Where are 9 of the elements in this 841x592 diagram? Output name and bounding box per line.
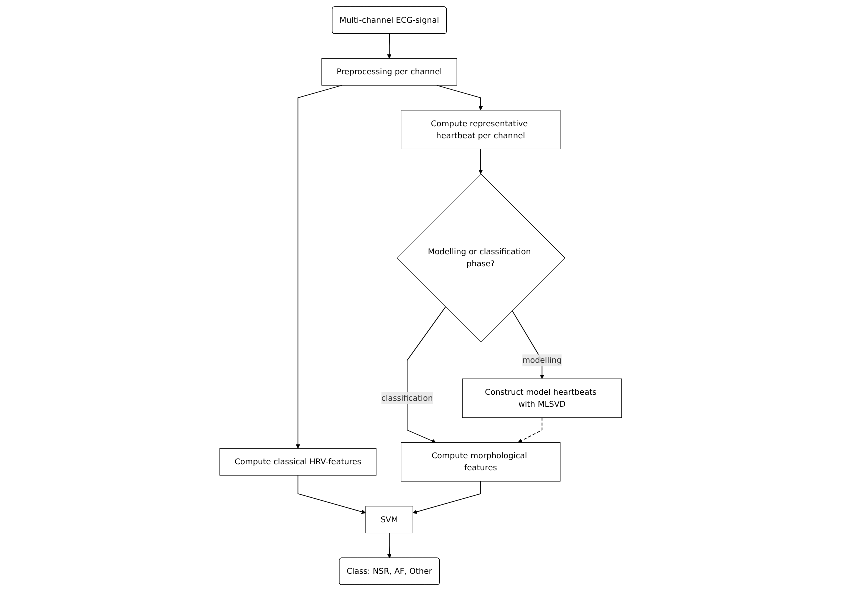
arrow	[297, 475, 366, 514]
arrow	[412, 481, 481, 514]
arrow	[386, 34, 392, 59]
arrow	[518, 418, 542, 443]
arrow	[436, 85, 483, 111]
arrow	[478, 148, 483, 174]
arrow	[406, 306, 446, 444]
arrow	[296, 85, 342, 449]
arrow	[387, 532, 392, 559]
